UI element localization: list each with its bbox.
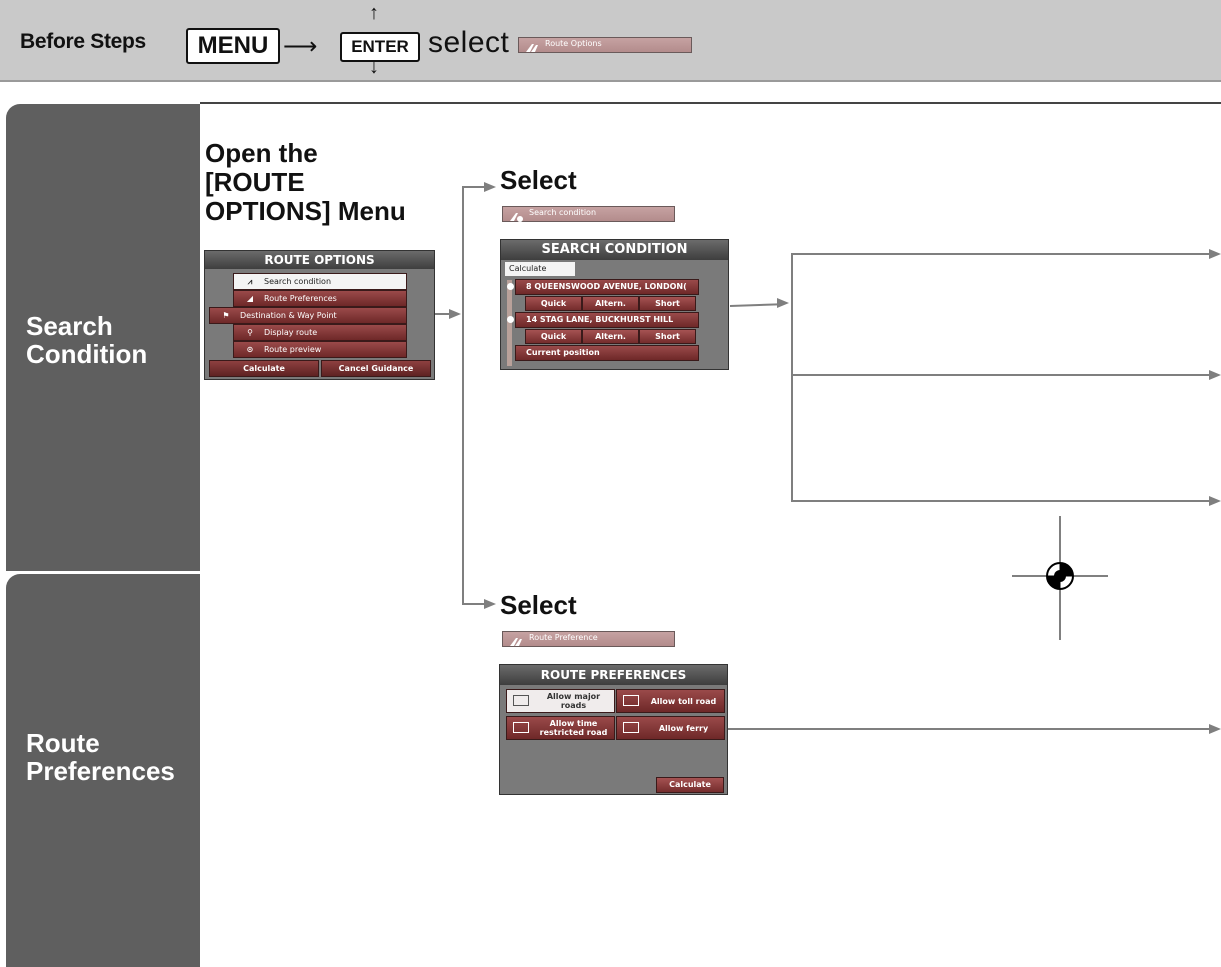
allow-time-restricted-road-button[interactable]: Allow time restricted road [506,716,615,740]
connector [791,374,1209,376]
route-preference-chip: Route Preference [502,631,675,647]
toll-road-icon [623,695,639,706]
arrow-icon [1209,496,1221,506]
arrow-icon [1209,370,1221,380]
connector [435,313,451,315]
route-preview-icon: ⊙ [246,345,254,354]
menu-item-display-route[interactable]: ⚲ Display route [233,324,407,341]
enter-key: ENTER [340,32,420,62]
search-condition-icon [509,209,523,222]
up-arrow-icon: ↑ [369,2,379,24]
down-arrow-icon: ↓ [369,56,379,78]
arrow-icon [777,298,789,308]
quick-button-2[interactable]: Quick [525,329,582,344]
section-divider [200,102,1221,104]
menu-item-search-condition[interactable]: ⩘ Search condition [233,273,407,290]
route-icon [525,40,539,52]
destination-1-row[interactable]: 8 QUEENSWOOD AVENUE, LONDON( [507,279,699,295]
right-arrow-icon: ⟶ [283,33,318,60]
calculate-tab[interactable]: Calculate [505,262,575,276]
waypoint-dot-icon [507,283,514,290]
ferry-icon [623,722,639,733]
before-steps-bar: Before Steps MENU ⟶ ↑ ENTER ↓ select Rou… [0,0,1221,82]
select-heading-1: Select [500,165,577,195]
waypoint-dot-icon [507,316,514,323]
search-condition-chip: Search condition [502,206,675,222]
section-title-route-preferences: Route Preferences [26,728,175,786]
arrow-icon [1209,724,1221,734]
arrow-icon [449,309,461,319]
connector [728,728,1209,730]
menu-item-route-preview[interactable]: ⊙ Route preview [233,341,407,358]
connector [791,253,1209,255]
calculate-button[interactable]: Calculate [209,360,319,377]
section-tab-route-preferences: Route Preferences [6,574,200,967]
connector [791,500,1209,502]
arrow-icon [1209,249,1221,259]
section-title-search-condition: Search Condition [26,311,148,369]
connector [791,253,793,501]
route-preferences-title: ROUTE PREFERENCES [500,665,727,685]
route-options-screen: ROUTE OPTIONS ⩘ Search condition ◢ Route… [204,250,435,380]
allow-toll-road-button[interactable]: Allow toll road [616,689,725,713]
alternative-button-2[interactable]: Altern. [582,329,639,344]
arrow-icon [484,599,496,609]
short-button-1[interactable]: Short [639,296,696,311]
time-restricted-icon [513,722,529,733]
arrow-icon [484,182,496,192]
connector [462,186,486,188]
major-road-icon [513,695,529,706]
flag-icon: ⚑ [222,311,230,320]
alternative-button-1[interactable]: Altern. [582,296,639,311]
connector [729,303,779,307]
select-heading-2: Select [500,590,577,620]
route-options-title: ROUTE OPTIONS [205,251,434,269]
cancel-guidance-button[interactable]: Cancel Guidance [321,360,431,377]
route-bar [507,280,512,366]
search-condition-title: SEARCH CONDITION [501,240,728,260]
open-route-options-heading: Open the [ROUTE OPTIONS] Menu [205,138,406,226]
menu-key: MENU [186,28,280,64]
menu-item-destination-way-point[interactable]: ⚑ Destination & Way Point [209,307,407,324]
registration-mark-icon [1012,516,1112,640]
select-label: select [428,26,510,59]
search-condition-screen: SEARCH CONDITION Calculate 8 QUEENSWOOD … [500,239,729,370]
section-tab-search-condition: Search Condition [6,104,200,571]
calculate-button-preferences[interactable]: Calculate [656,777,724,793]
destination-2-row[interactable]: 14 STAG LANE, BUCKHURST HILL [507,312,699,328]
route-icon: ◢ [246,294,254,303]
connector [462,603,486,605]
current-position-row[interactable]: Current position [515,345,699,361]
connector [462,186,464,603]
route-preferences-screen: ROUTE PREFERENCES Allow major roads Allo… [499,664,728,795]
menu-item-route-preferences[interactable]: ◢ Route Preferences [233,290,407,307]
route-icon [509,634,523,646]
search-condition-icon: ⩘ [247,277,253,286]
before-steps-label: Before Steps [20,30,146,53]
allow-ferry-button[interactable]: Allow ferry [616,716,725,740]
quick-button-1[interactable]: Quick [525,296,582,311]
route-options-chip: Route Options [518,37,692,53]
allow-major-roads-button[interactable]: Allow major roads [506,689,615,713]
short-button-2[interactable]: Short [639,329,696,344]
magnifier-icon: ⚲ [247,328,253,337]
route-options-chip-label: Route Options [545,39,602,48]
